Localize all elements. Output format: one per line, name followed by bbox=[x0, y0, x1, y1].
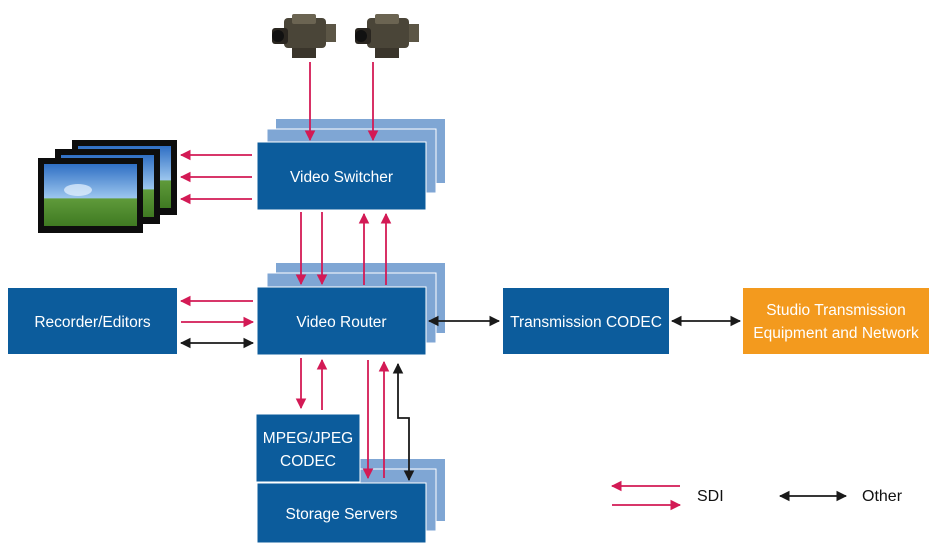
mpeg-jpeg-label-line1: MPEG/JPEG bbox=[263, 430, 353, 447]
other-arrow bbox=[392, 362, 415, 482]
studio-transmission-label-line1: Studio Transmission bbox=[766, 302, 906, 319]
storage-servers-label: Storage Servers bbox=[286, 506, 398, 523]
transmission-codec-label: Transmission CODEC bbox=[510, 314, 662, 331]
studio-transmission-block: Studio Transmission Equipment and Networ… bbox=[743, 288, 929, 354]
legend-other-label: Other bbox=[862, 488, 903, 505]
recorder-editors-label: Recorder/Editors bbox=[34, 314, 151, 331]
sdi-connections bbox=[179, 62, 392, 480]
legend: SDI Other bbox=[610, 480, 903, 511]
legend-sdi-label: SDI bbox=[697, 488, 724, 505]
other-connections bbox=[179, 315, 742, 482]
video-router-label: Video Router bbox=[296, 314, 386, 331]
mpeg-jpeg-label-line2: CODEC bbox=[280, 453, 336, 470]
video-camera-icon bbox=[272, 14, 336, 58]
monitor-icon bbox=[38, 140, 177, 233]
video-switcher-block: Video Switcher bbox=[256, 141, 427, 211]
transmission-codec-block: Transmission CODEC bbox=[503, 288, 669, 354]
storage-servers-block: Storage Servers bbox=[256, 482, 427, 544]
video-switcher-label: Video Switcher bbox=[290, 169, 393, 186]
studio-transmission-label-line2: Equipment and Network bbox=[753, 325, 919, 342]
recorder-editors-block: Recorder/Editors bbox=[8, 288, 177, 354]
mpeg-jpeg-codec-block: MPEG/JPEG CODEC bbox=[255, 413, 361, 483]
video-router-block: Video Router bbox=[256, 286, 427, 356]
video-camera-icon bbox=[355, 14, 419, 58]
